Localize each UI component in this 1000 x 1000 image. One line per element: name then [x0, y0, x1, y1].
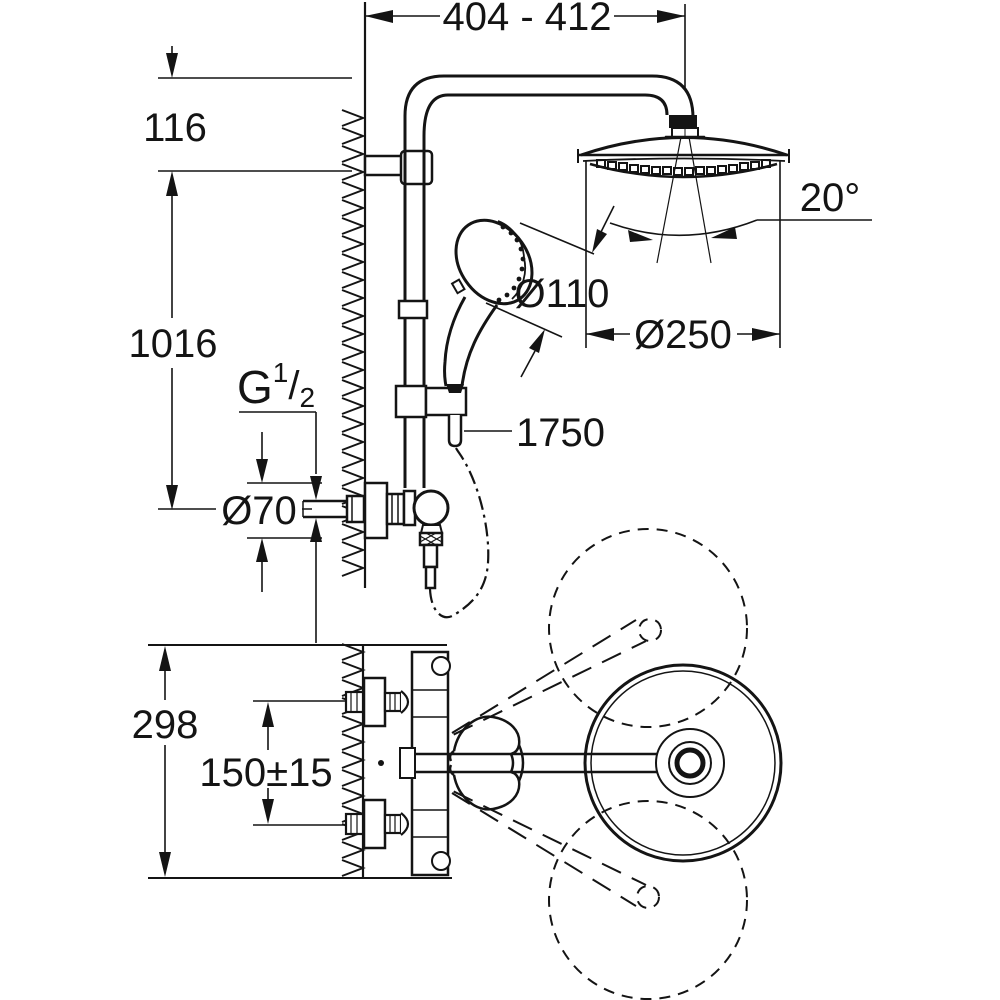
dim-handshower-diameter: [485, 205, 615, 378]
top-plan-view: [148, 528, 783, 1000]
dim-hose-length-label: 1750: [516, 411, 605, 455]
hand-shower-button: [450, 278, 466, 295]
valve-body: [412, 489, 450, 527]
dim-escutcheon-diameter: [247, 432, 322, 592]
dim-escutcheon-diameter-label: Ø70: [221, 489, 297, 533]
dim-inlet-spacing: [253, 700, 347, 826]
plan-center-dot: [378, 760, 384, 766]
head-shower: [577, 115, 790, 264]
arm-nut: [669, 115, 697, 128]
plan-rail-section: [399, 747, 416, 779]
hose-connection-nut: [418, 531, 444, 547]
dimension-annotations: [158, 4, 872, 877]
dim-headshower-diameter-label: Ø250: [634, 313, 732, 357]
wall-bracket: [363, 149, 434, 186]
shower-hose: [428, 447, 490, 619]
shower-rail-and-arm: [397, 74, 695, 488]
hand-shower-holder: [394, 384, 468, 448]
dim-top-offset: [158, 46, 352, 213]
plan-head-shower: [583, 663, 783, 863]
dim-rail-height-label: 1016: [129, 322, 218, 366]
dim-spray-angle: [609, 219, 872, 242]
hand-shower: [443, 218, 534, 387]
plan-inlet-fitting-bottom: [344, 798, 410, 850]
plan-inlet-fitting-top: [344, 676, 410, 728]
plan-shower-arm: [415, 752, 662, 774]
dim-inlet-spacing-label: 150±15: [199, 751, 332, 795]
plan-mounting-plate: [410, 650, 451, 877]
dim-top-offset-label: 116: [143, 106, 207, 150]
plan-hand-shower: [448, 715, 525, 811]
plan-boundary-lines: [148, 644, 452, 879]
dim-top-width-label: 404 - 412: [442, 0, 611, 39]
swivel-range-dashed: [423, 528, 748, 1000]
rail-joint: [397, 299, 429, 320]
head-shower-nozzles: [596, 159, 771, 176]
hand-shower-spray-face-dots: [496, 224, 526, 303]
main-elevation-view: [302, 74, 790, 619]
hose-outlet-stub: [447, 415, 463, 448]
dim-rail-height: [158, 213, 312, 510]
spray-cone-lines: [656, 136, 712, 264]
valve-connection: [302, 481, 450, 590]
union-nut: [385, 492, 406, 526]
dim-spray-angle-label: 20°: [800, 176, 861, 220]
wall-section-plan: [342, 644, 365, 878]
hose-cone-nut: [446, 384, 464, 393]
dim-handshower-diameter-label: Ø110: [515, 272, 610, 316]
dim-mount-depth: [159, 646, 171, 877]
dim-thread-label: G1/2: [237, 357, 315, 413]
wall-escutcheon: [363, 481, 389, 540]
dim-headshower-diameter: [585, 160, 781, 348]
dim-mount-depth-label: 298: [132, 703, 199, 747]
dimension-labels: 404 - 412 116 1016 G1/2 Ø70 Ø110 Ø250 20…: [129, 0, 861, 795]
dim-thread: [239, 411, 322, 643]
dim-top-width: [365, 4, 686, 90]
